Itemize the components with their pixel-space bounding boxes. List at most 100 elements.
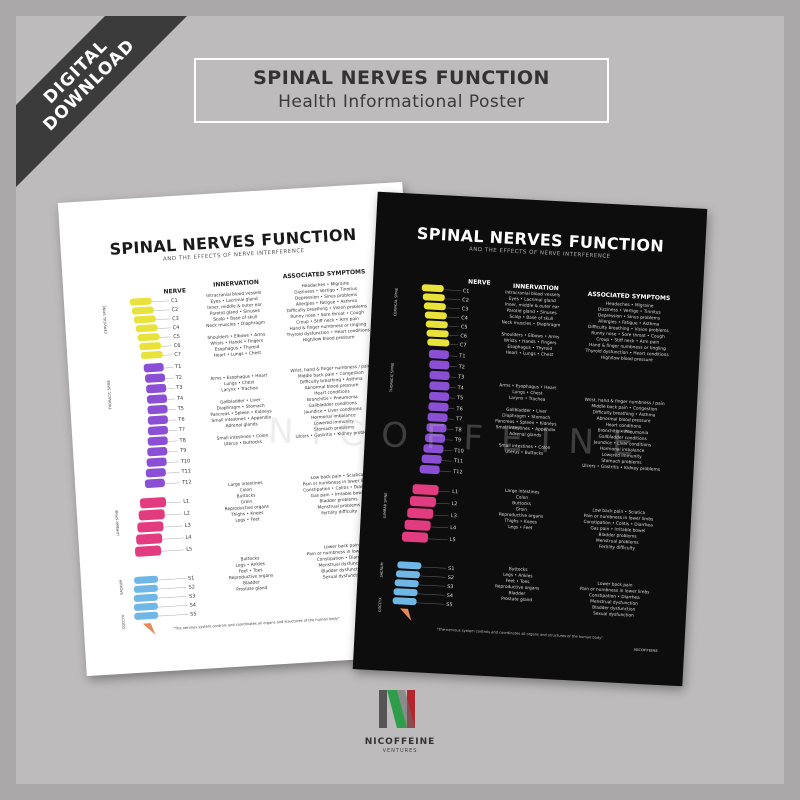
- nerve-line-c3: [155, 318, 171, 320]
- vertebra-t3: [146, 383, 167, 394]
- region-label-sacrum: SACRUM: [379, 562, 385, 578]
- vertebra-c2: [131, 306, 154, 315]
- vertebra-t7: [147, 425, 168, 436]
- brand-tagline: VENTURES: [382, 748, 418, 754]
- nerve-label-l4: L4: [185, 534, 192, 541]
- nerve-label-l1: L1: [183, 498, 190, 505]
- nerve-label-t11: T11: [453, 458, 464, 465]
- nerve-label-t1: T1: [459, 353, 466, 360]
- nicoffeine-logo-icon: [379, 690, 415, 728]
- nerve-label-c4: C4: [461, 314, 469, 322]
- logo-gray-stroke: [379, 690, 387, 728]
- nerve-label-c4: C4: [172, 324, 180, 331]
- nerve-label-t7: T7: [178, 426, 186, 434]
- nerve-label-c1: C1: [170, 297, 178, 304]
- nerve-label-c7: C7: [459, 341, 467, 349]
- vertebra-c2: [422, 293, 445, 302]
- nerve-line-l4: [430, 526, 449, 529]
- nerve-label-c3: C3: [461, 305, 469, 313]
- coccyx-shape: [142, 623, 156, 635]
- vertebra-l5: [401, 531, 429, 543]
- nerve-line-t8: [167, 440, 178, 442]
- nerve-label-t2: T2: [458, 363, 466, 371]
- nerve-label-t4: T4: [176, 395, 184, 402]
- nerve-label-c2: C2: [462, 296, 470, 304]
- nerve-label-s3: S3: [447, 583, 454, 590]
- nerve-label-s1: S1: [187, 574, 195, 582]
- vertebra-t5: [147, 404, 168, 415]
- nerve-line-c4: [446, 316, 460, 318]
- nerve-line-c6: [448, 334, 459, 336]
- nerve-line-l2: [164, 513, 183, 516]
- nerve-label-l3: L3: [184, 522, 191, 529]
- nerve-label-l1: L1: [451, 489, 459, 496]
- logo-green-stroke: [387, 690, 407, 728]
- nerve-line-s1: [421, 566, 447, 569]
- vertebra-c6: [139, 342, 162, 351]
- nerve-label-t12: T12: [181, 479, 192, 486]
- vertebra-s4: [133, 602, 158, 611]
- nerve-label-t5: T5: [177, 405, 185, 413]
- nerve-line-l4: [162, 537, 184, 540]
- vertebra-t1: [143, 363, 164, 373]
- nerve-label-t6: T6: [178, 416, 185, 423]
- header-title: SPINAL NERVES FUNCTION: [253, 67, 550, 89]
- nerve-line-c7: [162, 354, 173, 356]
- nerve-line-t11: [165, 472, 180, 474]
- nerve-label-t3: T3: [176, 384, 183, 392]
- nerve-line-s2: [419, 575, 446, 578]
- nerve-label-s5: S5: [190, 610, 197, 618]
- nerve-line-t3: [166, 388, 175, 390]
- vertebra-t3: [429, 370, 450, 381]
- nerve-line-t6: [167, 419, 177, 421]
- nerve-label-s2: S2: [447, 574, 455, 581]
- nerve-line-t10: [166, 461, 179, 463]
- nerve-line-t2: [165, 377, 174, 379]
- nerve-label-c3: C3: [171, 315, 179, 322]
- nerve-label-c6: C6: [460, 332, 468, 340]
- nerve-line-t7: [167, 430, 177, 432]
- nerve-line-c5: [447, 325, 459, 327]
- vertebra-t12: [419, 464, 440, 475]
- vertebra-l5: [134, 545, 162, 557]
- nerve-line-t12: [164, 482, 181, 484]
- header-subtitle: Health Informational Poster: [278, 92, 525, 112]
- vertebra-t4: [146, 394, 168, 404]
- nerve-label-c5: C5: [173, 333, 181, 340]
- nerve-label-t12: T12: [453, 468, 463, 476]
- vertebra-s5: [134, 611, 159, 620]
- region-label-coccyx: COCCYX: [121, 614, 126, 630]
- coccyx-shape: [399, 608, 412, 622]
- vertebra-l2: [138, 509, 165, 521]
- nerve-line-c2: [153, 309, 170, 312]
- poster-white: SPINAL NERVES FUNCTION AND THE EFFECTS O…: [57, 181, 432, 677]
- vertebra-t11: [421, 454, 442, 464]
- poster-white-spine: [129, 297, 189, 635]
- vertebra-l4: [136, 533, 163, 545]
- vertebra-s3: [394, 579, 419, 588]
- nerve-label-l5: L5: [186, 546, 193, 553]
- nerve-label-c2: C2: [171, 306, 179, 313]
- vertebra-t11: [145, 468, 166, 478]
- vertebra-l1: [139, 497, 167, 509]
- vertebra-l4: [404, 519, 431, 531]
- nerve-label-c5: C5: [460, 323, 468, 331]
- vertebra-t6: [428, 402, 449, 412]
- vertebra-c1: [129, 297, 152, 306]
- nerve-label-s1: S1: [447, 565, 455, 572]
- vertebra-s2: [133, 584, 158, 593]
- nerve-label-t2: T2: [175, 374, 183, 381]
- vertebra-t6: [147, 415, 168, 425]
- vertebra-s5: [392, 597, 417, 606]
- vertebra-l2: [409, 495, 437, 508]
- vertebra-c3: [133, 315, 156, 324]
- region-label-coccyx: COCCYX: [377, 597, 383, 613]
- vertebra-c7: [427, 338, 450, 347]
- vertebra-t12: [144, 478, 165, 488]
